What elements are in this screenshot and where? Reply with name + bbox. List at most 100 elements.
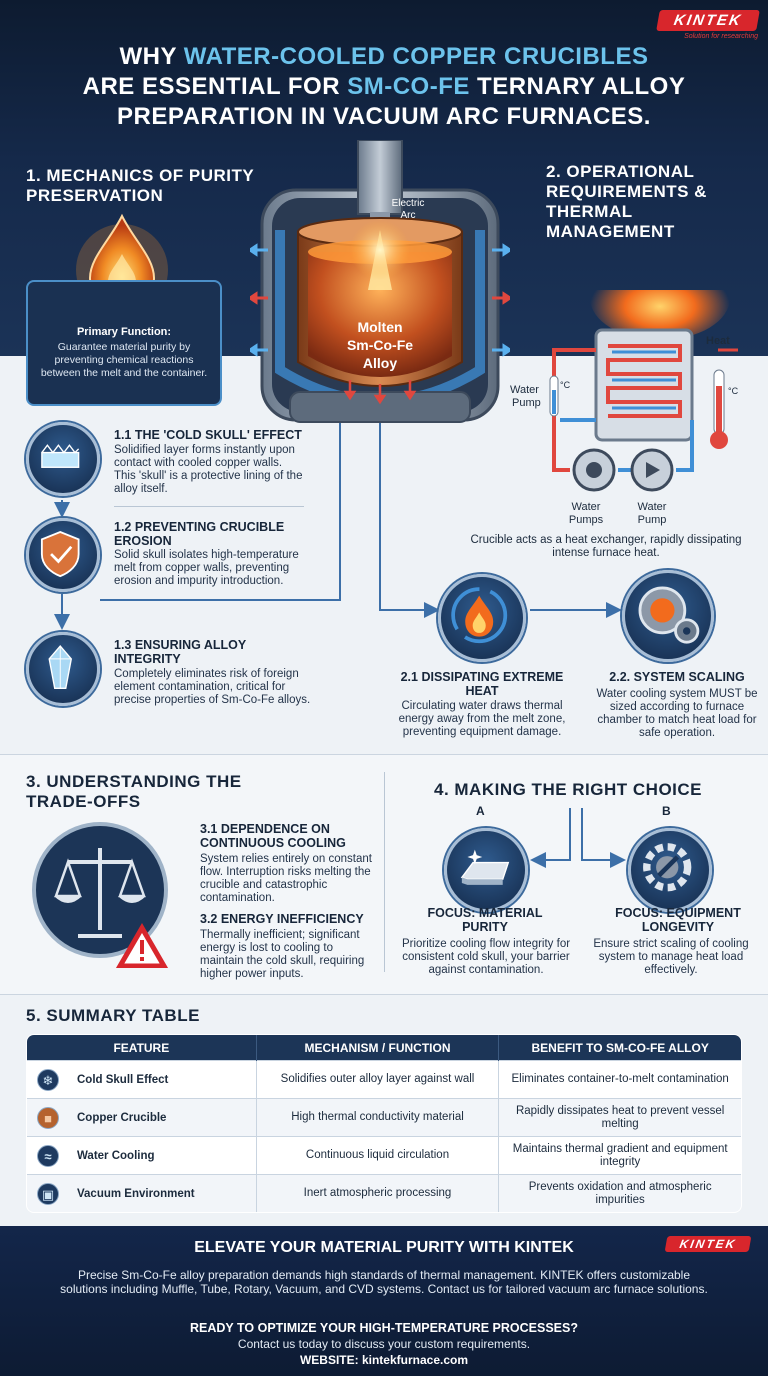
water-pump-label: Pump: [638, 514, 667, 526]
primary-function-text: Guarantee material purity by preventing …: [40, 341, 208, 379]
item-1-3-heading: 1.3 ENSURING ALLOY INTEGRITY: [114, 638, 246, 666]
section5-heading: 5. SUMMARY TABLE: [26, 1006, 200, 1025]
item-1-2-text: Solid skull isolates high-temperature me…: [114, 549, 299, 587]
gear-wrench-icon: [628, 828, 712, 912]
item-3-2-heading: 3.2 ENERGY INEFFICIENCY: [200, 912, 364, 926]
website-link[interactable]: WEBSITE: kintekfurnace.com: [299, 1353, 469, 1367]
title-highlight: Sm-Co-Fe: [347, 73, 470, 100]
header-banner: [0, 0, 768, 160]
item-1-3-text: Completely eliminates risk of foreign el…: [114, 668, 311, 706]
title-highlight: WATER-COOLED COPPER CRUCIBLES: [183, 43, 649, 70]
item-3-1-heading: 3.1 DEPENDENCE ON CONTINUOUS COOLING: [200, 822, 346, 850]
ice-layer-icon: [26, 422, 100, 496]
feature-cell: ❄ Cold Skull Effect: [27, 1060, 257, 1099]
option-a-label: A: [476, 804, 485, 818]
item-1-1-text: Solidified layer forms instantly upon co…: [114, 444, 303, 495]
footer-body: Precise Sm-Co-Fe alloy preparation deman…: [60, 1268, 708, 1296]
copper-cup-icon: ■: [37, 1106, 59, 1129]
title-text: TERNARY ALLOY: [469, 73, 686, 100]
title-text: PREPARATION IN VACUUM ARC FURNACES.: [117, 103, 651, 130]
item-1-2-heading: 1.2 PREVENTING CRUCIBLE EROSION: [114, 520, 285, 548]
divider: [114, 506, 304, 507]
arc-label: Electric: [392, 198, 425, 209]
logo-wordmark: KINTEK: [664, 1236, 752, 1252]
deg-label: °C: [560, 380, 571, 390]
melt-label: Sm-Co-Fe: [347, 337, 413, 353]
arc-label: Arc: [401, 210, 416, 221]
feature-label: Water Cooling: [77, 1149, 155, 1162]
item-2-2-heading: 2.2. SYSTEM SCALING: [609, 670, 745, 684]
section2-heading: 2. OPERATIONAL REQUIREMENTS & THERMAL MA…: [546, 162, 707, 241]
section2-caption: Crucible acts as a heat exchanger, rapid…: [470, 534, 742, 559]
option-b-heading: FOCUS: EQUIPMENT LONGEVITY: [615, 906, 741, 934]
heat-label: Heat: [706, 335, 730, 347]
water-pumps-label: Pumps: [569, 514, 604, 526]
feature-label: Vacuum Environment: [77, 1187, 195, 1200]
benefit-cell: Eliminates container-to-melt contaminati…: [498, 1060, 741, 1099]
benefit-cell: Prevents oxidation and atmospheric impur…: [498, 1174, 741, 1212]
item-2-1-text: Circulating water draws thermal energy a…: [398, 700, 566, 738]
section4-heading: 4. MAKING THE RIGHT CHOICE: [434, 780, 703, 799]
column-header: FEATURE: [27, 1035, 257, 1061]
item-3-1-text: System relies entirely on constant flow.…: [200, 853, 372, 904]
section-divider: [384, 772, 385, 972]
water-pump-label: Water: [510, 384, 539, 396]
option-a-text: Prioritize cooling flow integrity for co…: [401, 938, 571, 976]
footer: [0, 1226, 768, 1376]
feature-cell: ≈ Water Cooling: [27, 1136, 257, 1175]
crystal-icon: [26, 632, 100, 706]
mechanism-cell: Inert atmospheric processing: [256, 1174, 500, 1212]
kintek-logo[interactable]: KINTEK Solution for researching: [656, 10, 760, 44]
footer-title: ELEVATE YOUR MATERIAL PURITY WITH KINTEK: [194, 1239, 574, 1256]
benefit-cell: Maintains thermal gradient and equipment…: [498, 1136, 741, 1175]
mechanism-cell: High thermal conductivity material: [256, 1098, 500, 1137]
item-2-1-heading: 2.1 DISSIPATING EXTREME HEAT: [400, 670, 564, 698]
melt-label: Alloy: [363, 355, 397, 371]
table-row: ❄ Cold Skull Effect Solidifies outer allo…: [27, 1060, 741, 1099]
heat-exchanger-diagram: Heat Water Pump °C °C Water Pumps Water …: [510, 290, 739, 526]
table-header-row: FEATURE MECHANISM / FUNCTION BENEFIT TO …: [27, 1035, 741, 1061]
water-pumps-label: Water: [572, 501, 601, 513]
column-header: BENEFIT TO Sm-Co-Fe ALLOY: [498, 1035, 741, 1061]
option-a-heading: FOCUS: MATERIAL PURITY: [427, 906, 543, 934]
mechanism-cell: Solidifies outer alloy layer against wal…: [256, 1060, 500, 1099]
furnace-diagram: Electric Arc Molten Sm-Co-Fe Alloy: [250, 140, 510, 423]
feature-cell: ▣ Vacuum Environment: [27, 1174, 257, 1212]
feature-label: Copper Crucible: [77, 1111, 167, 1124]
water-pump-label: Pump: [512, 397, 541, 409]
benefit-cell: Rapidly dissipates heat to prevent vesse…: [498, 1098, 741, 1137]
title-text: ARE ESSENTIAL FOR: [82, 73, 348, 100]
item-3-2-text: Thermally inefficient; significant energ…: [200, 929, 365, 980]
item-2-2-text: Water cooling system MUST be sized accor…: [596, 688, 758, 739]
water-wave-icon: ≈: [37, 1144, 59, 1167]
primary-function-title: Primary Function:: [76, 326, 172, 338]
column-header: MECHANISM / FUNCTION: [256, 1035, 500, 1061]
page-title: WHY WATER-COOLED COPPER CRUCIBLES ARE ES…: [30, 42, 738, 132]
primary-function-box: Primary Function: Guarantee material pur…: [26, 280, 222, 406]
summary-table: FEATURE MECHANISM / FUNCTION BENEFIT TO …: [26, 1034, 742, 1213]
vacuum-chamber-icon: ▣: [37, 1182, 59, 1205]
table-row: ▣ Vacuum Environment Inert atmospheric pr…: [27, 1174, 741, 1212]
title-text: WHY: [119, 43, 184, 70]
shield-check-icon: [26, 518, 100, 592]
logo-tagline: Solution for researching: [684, 33, 758, 40]
option-b-label: B: [662, 804, 671, 818]
footer-cta: READY TO OPTIMIZE YOUR HIGH-TEMPERATURE …: [189, 1321, 578, 1335]
section1-heading: 1. MECHANICS OF PURITY PRESERVATION: [26, 166, 254, 205]
balance-scales-icon: [32, 822, 169, 968]
flame-cycle-icon: [438, 574, 526, 662]
feature-cell: ■ Copper Crucible: [27, 1098, 257, 1137]
footer-kintek-logo[interactable]: KINTEK: [664, 1236, 752, 1252]
footer-contact: Contact us today to discuss your custom …: [237, 1337, 531, 1351]
feature-label: Cold Skull Effect: [77, 1073, 169, 1086]
snowflake-icon: ❄: [37, 1068, 59, 1091]
item-1-1-heading: 1.1 THE 'COLD SKULL' EFFECT: [114, 428, 302, 442]
logo-wordmark: KINTEK: [656, 10, 760, 31]
table-row: ■ Copper Crucible High thermal conductivi…: [27, 1098, 741, 1137]
melt-label: Molten: [357, 319, 402, 335]
mechanism-cell: Continuous liquid circulation: [256, 1136, 500, 1175]
table-row: ≈ Water Cooling Continuous liquid circula…: [27, 1136, 741, 1175]
section3-heading: 3. UNDERSTANDING THE TRADE-OFFS: [26, 772, 242, 811]
ingot-icon: [444, 828, 528, 912]
deg-label: °C: [728, 386, 739, 396]
